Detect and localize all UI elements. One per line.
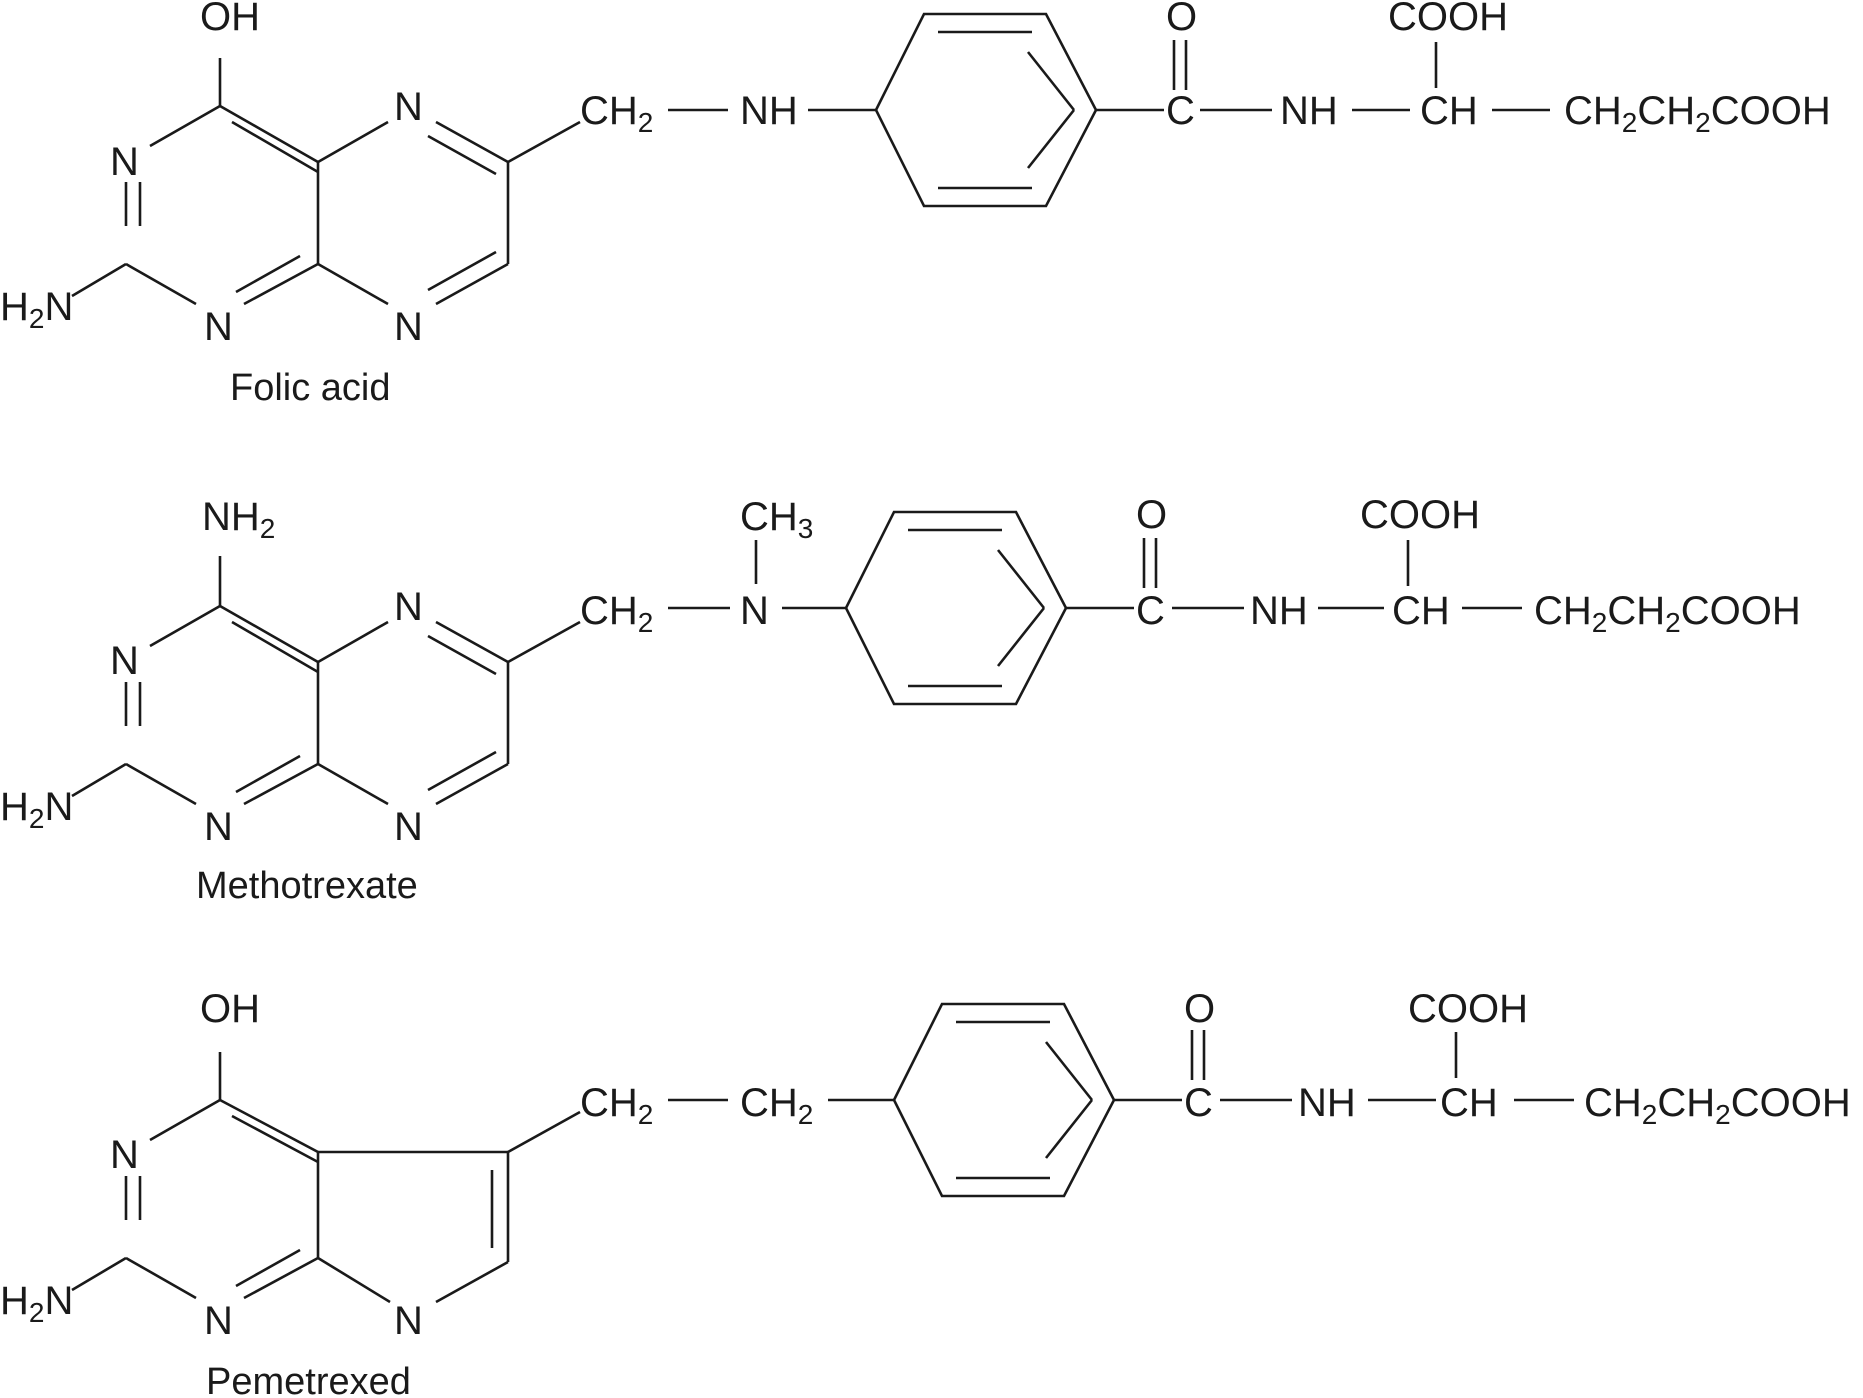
folic-carbonyl-c-label: C: [1166, 89, 1195, 133]
methotrexate-ch2-label: CH2: [580, 589, 653, 638]
pemetrexed-alpha-cooh-label: COOH: [1408, 987, 1528, 1031]
folic-acid-caption: Folic acid: [230, 367, 391, 409]
methotrexate-n-pyrazine-lower: N: [394, 805, 423, 849]
methotrexate-alpha-ch-label: CH: [1392, 589, 1450, 633]
folic-alpha-ch-label: CH: [1420, 89, 1478, 133]
molecule-folic-acid: OH N N N N H2N CH2 NH O C NH CH COOH CH2…: [0, 0, 1831, 409]
methotrexate-chain-bonds: [668, 510, 1522, 706]
folic-n-pyrazine-lower: N: [394, 305, 423, 349]
pemetrexed-carbonyl-o-label: O: [1184, 987, 1215, 1031]
folic-nh-linker-label: NH: [740, 89, 798, 133]
folic-ch2-label: CH2: [580, 89, 653, 138]
methotrexate-nh2-label: NH2: [202, 495, 275, 544]
pemetrexed-chain-label: CH2CH2COOH: [1584, 1081, 1851, 1130]
folic-n-pyrimidine-upper: N: [110, 140, 139, 184]
methotrexate-alpha-cooh-label: COOH: [1360, 493, 1480, 537]
pemetrexed-h2n-label: H2N: [0, 1279, 73, 1328]
methotrexate-amide-nh-label: NH: [1250, 589, 1308, 633]
folic-n-pyrazine-upper: N: [394, 85, 423, 129]
folic-h2n-label: H2N: [0, 285, 73, 334]
methotrexate-carbonyl-c-label: C: [1136, 589, 1165, 633]
methotrexate-n-pyrimidine-upper: N: [110, 639, 139, 683]
folic-ring-bonds: [71, 58, 581, 306]
folic-chain-label: CH2CH2COOH: [1564, 89, 1831, 138]
pemetrexed-n-pyrrole: N: [394, 1299, 423, 1343]
methotrexate-chain-label: CH2CH2COOH: [1534, 589, 1801, 638]
pemetrexed-n-pyrimidine-upper: N: [110, 1133, 139, 1177]
pemetrexed-n-pyrimidine-lower: N: [204, 1299, 233, 1343]
methotrexate-ring-bonds: [71, 556, 581, 806]
methotrexate-n-pyrazine-upper: N: [394, 585, 423, 629]
folic-carbonyl-o-label: O: [1166, 0, 1197, 39]
folic-chain-bonds: [668, 12, 1550, 208]
pemetrexed-carbonyl-c-label: C: [1184, 1081, 1213, 1125]
methotrexate-carbonyl-o-label: O: [1136, 493, 1167, 537]
molecule-pemetrexed: OH N N N H2N CH2 CH2 O C NH CH COOH CH2C…: [0, 987, 1851, 1398]
molecule-methotrexate: NH2 N N N N H2N CH2 N CH3 O C NH CH COOH…: [0, 493, 1801, 907]
folic-alpha-cooh-label: COOH: [1388, 0, 1508, 39]
pemetrexed-ch2-first-label: CH2: [580, 1081, 653, 1130]
methotrexate-ch3-label: CH3: [740, 495, 813, 544]
methotrexate-h2n-label: H2N: [0, 785, 73, 834]
pemetrexed-ring-bonds: [71, 1052, 581, 1304]
folic-oh-label: OH: [200, 0, 260, 39]
folic-amide-nh-label: NH: [1280, 89, 1338, 133]
pemetrexed-caption: Pemetrexed: [206, 1361, 411, 1398]
methotrexate-n-linker-label: N: [740, 589, 769, 633]
methotrexate-n-pyrimidine-lower: N: [204, 805, 233, 849]
pemetrexed-alpha-ch-label: CH: [1440, 1081, 1498, 1125]
folic-n-pyrimidine-lower: N: [204, 305, 233, 349]
pemetrexed-ch2-second-label: CH2: [740, 1081, 813, 1130]
methotrexate-caption: Methotrexate: [196, 865, 418, 907]
pemetrexed-chain-bonds: [668, 1002, 1574, 1198]
pemetrexed-amide-nh-label: NH: [1298, 1081, 1356, 1125]
pemetrexed-oh-label: OH: [200, 987, 260, 1031]
